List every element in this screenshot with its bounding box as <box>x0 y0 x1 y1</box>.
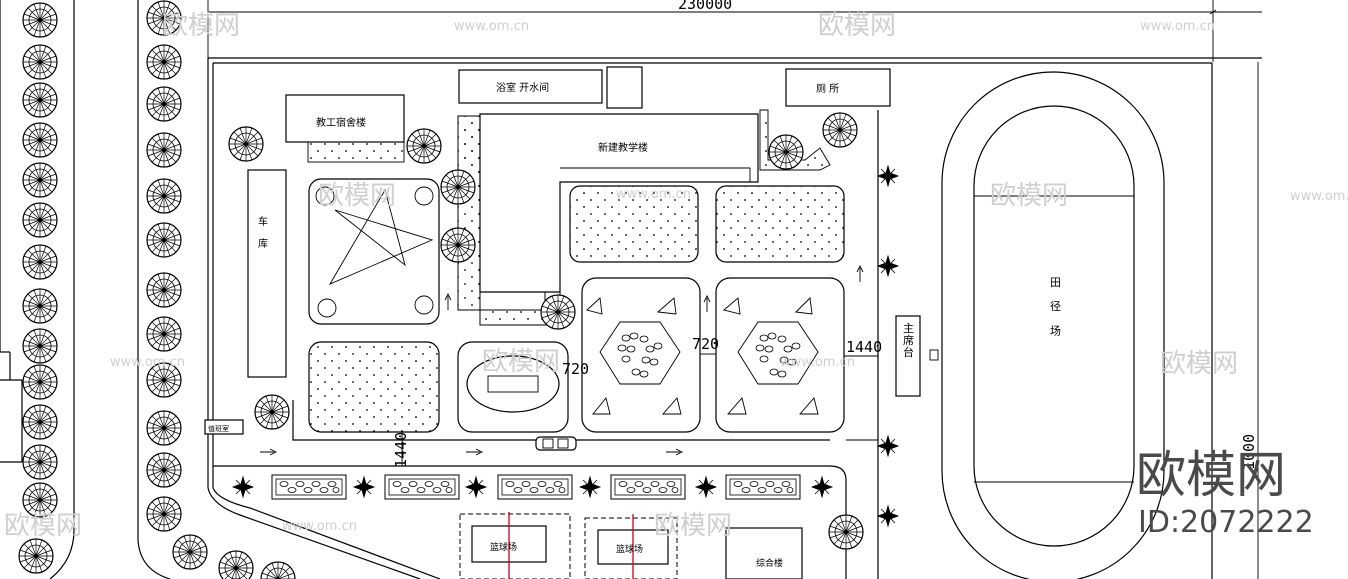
complex-label: 综合楼 <box>756 557 783 569</box>
small-building <box>606 66 643 109</box>
teaching-label: 新建教学楼 <box>598 141 648 154</box>
watermark-brand: 欧模网 <box>1160 349 1238 379</box>
hex-garden-left <box>581 277 711 433</box>
watermark-brand: 欧模网 <box>318 181 396 211</box>
dim-720-right: 720 <box>692 335 719 353</box>
watermark-brand: 欧模网 <box>990 181 1068 211</box>
hex-garden-right <box>715 264 864 433</box>
site-boundary: 1000 <box>207 57 1262 579</box>
dormitory-label: 教工宿舍楼 <box>316 116 366 129</box>
court-left-label: 篮球场 <box>490 541 517 553</box>
car <box>535 436 577 451</box>
dimension-right-label: 1000 <box>1240 434 1258 470</box>
watermark-site: www.om.cn <box>780 355 855 370</box>
watermark-brand: 欧模网 <box>4 511 82 541</box>
watermark-id: ID:2072222 <box>1138 505 1314 540</box>
building-toilet: 厕 所 <box>785 68 891 107</box>
building-bathroom: 浴室 开水间 <box>458 69 603 104</box>
watermark-brand: 欧模网 <box>482 347 560 377</box>
watermark-brand: 欧模网 <box>654 511 732 541</box>
green-blocks <box>308 116 845 433</box>
watermark-brand: 欧模网 <box>162 11 240 41</box>
dimension-top: 230000 <box>207 0 1262 62</box>
watermark-site: www.om.cn <box>616 187 691 202</box>
watermarks: 欧模网 www.om.cn 欧模网 www.om.cn 欧模网 www.om.c… <box>4 11 1348 541</box>
court-mid-label: 篮球场 <box>616 543 643 555</box>
court-mid: 篮球场 <box>584 514 678 579</box>
tree-column-left <box>18 2 58 574</box>
dimension-labels: 720 720 1440 1440 <box>392 335 882 468</box>
building-guard: 值班室 <box>204 419 244 435</box>
building-garage: 车 库 <box>247 169 287 378</box>
guard-label: 值班室 <box>208 424 229 433</box>
rostrum: 主席台 <box>895 315 939 397</box>
building-dormitory: 教工宿舍楼 <box>285 94 405 163</box>
star-plaza <box>308 178 452 325</box>
watermark-brand: 欧模网 <box>818 11 896 41</box>
oval-garden <box>457 341 569 433</box>
left-tree-rows <box>0 0 296 579</box>
watermark-logo: 欧模网 <box>1136 446 1286 504</box>
watermark-site: www.om.cn <box>110 355 185 370</box>
bathroom-label: 浴室 开水间 <box>496 81 549 94</box>
rostrum-label: 主席台 <box>903 322 914 359</box>
field-label: 田 径 场 <box>1050 276 1061 337</box>
running-track: 田 径 场 <box>941 71 1165 579</box>
road-arrows <box>260 448 684 456</box>
toilet-label: 厕 所 <box>816 83 839 95</box>
internal-roads <box>213 110 879 579</box>
building-complex: 综合楼 <box>725 527 803 579</box>
dim-720-left: 720 <box>562 360 589 378</box>
watermark-site: www.om.cn <box>1290 189 1348 204</box>
watermark-site: www.om.cn <box>1140 19 1215 34</box>
garage-label: 车 库 <box>258 215 268 250</box>
dim-1440-bottom: 1440 <box>392 432 410 468</box>
dim-1440-right: 1440 <box>846 338 882 356</box>
watermark-site: www.om.cn <box>282 519 357 534</box>
flower-beds <box>271 474 801 500</box>
dimension-top-label: 230000 <box>678 0 732 13</box>
court-left: 篮球场 <box>459 512 571 579</box>
watermark-site: www.om.cn <box>454 19 529 34</box>
